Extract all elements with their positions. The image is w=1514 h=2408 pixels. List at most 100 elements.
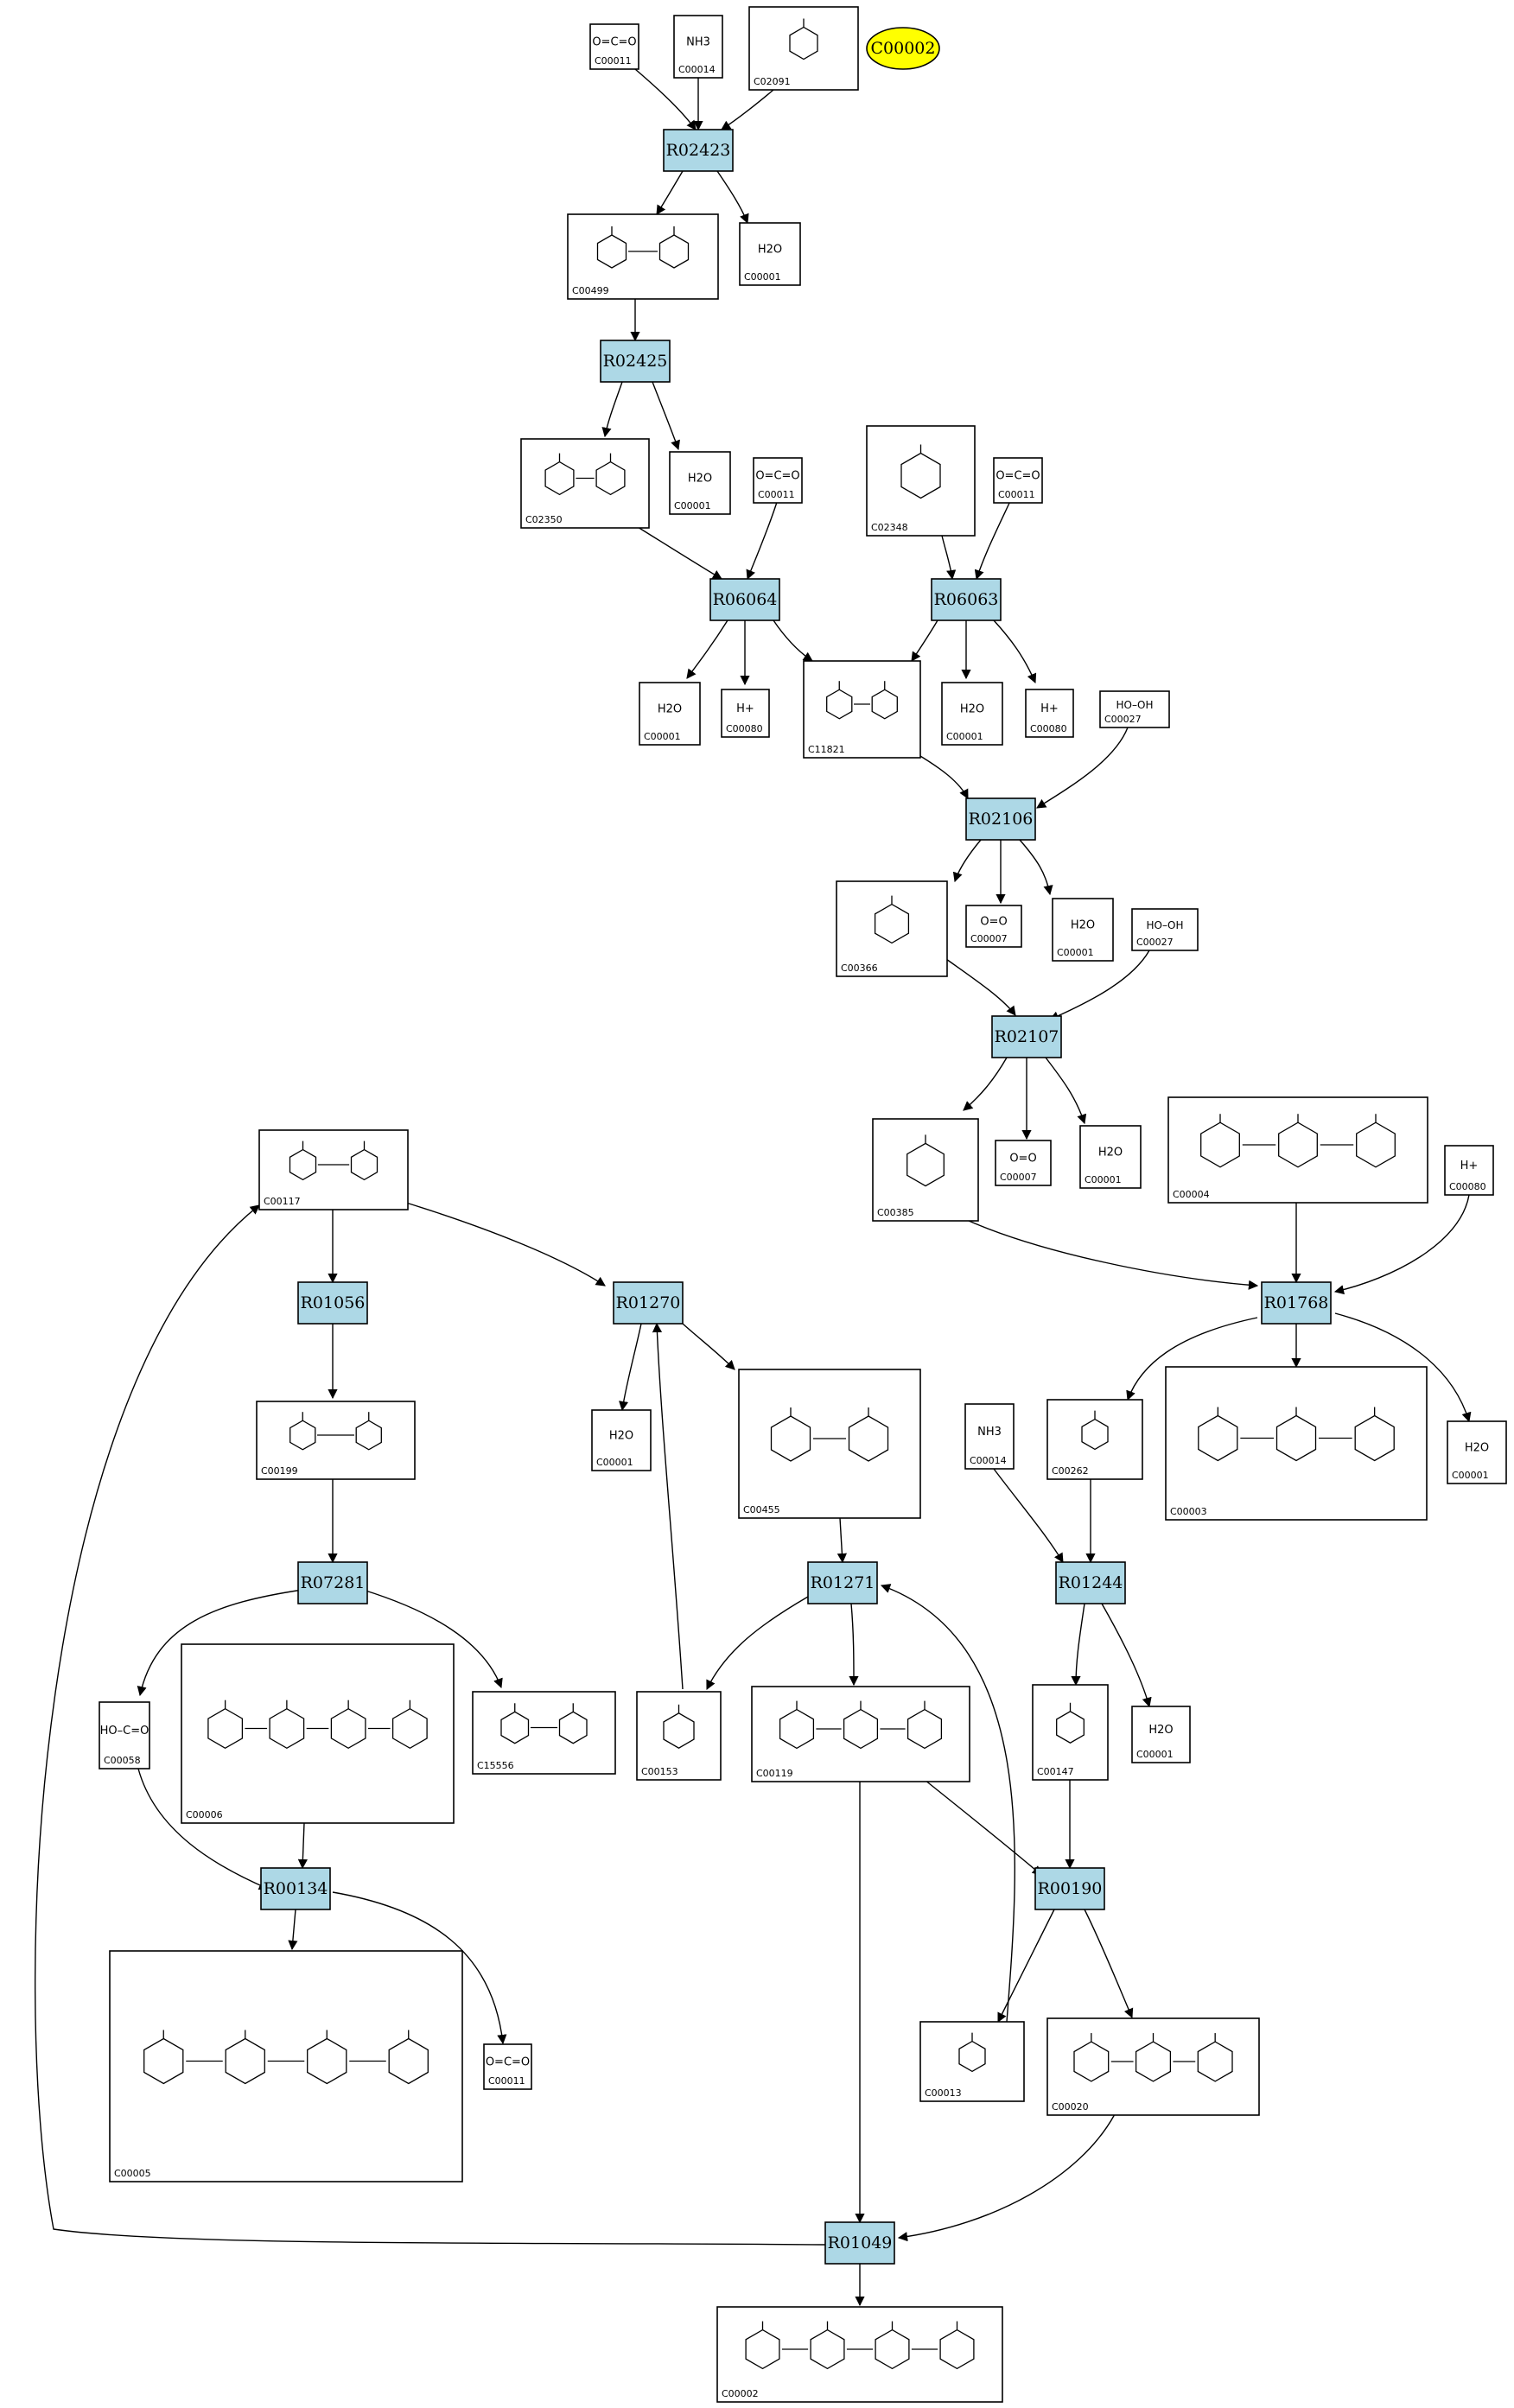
compound-node-c00080[interactable]: H+C00080	[1444, 1145, 1494, 1196]
compound-node-c00455[interactable]: C00455	[738, 1369, 921, 1519]
compound-id-label: C00001	[1136, 1749, 1174, 1760]
compound-node-c00153[interactable]: C00153	[636, 1691, 722, 1781]
reaction-node-r01768[interactable]: R01768	[1261, 1281, 1332, 1325]
compound-id-label: C00020	[1052, 2101, 1089, 2113]
highlight-label: C00002	[871, 39, 936, 58]
compound-id-label: C00366	[841, 963, 878, 974]
compound-id-label: C00080	[1449, 1181, 1486, 1192]
compound-id-label: C00006	[186, 1809, 223, 1820]
reaction-label: R07281	[301, 1573, 366, 1592]
reaction-node-r07281[interactable]: R07281	[297, 1561, 368, 1604]
ring-shape	[900, 452, 941, 499]
compound-id-label: C00011	[998, 489, 1035, 500]
structure-formula: NH3	[977, 1426, 1002, 1439]
compound-node-c02348[interactable]: C02348	[866, 425, 976, 537]
ring-shape	[269, 1707, 305, 1750]
ring-shape	[875, 2329, 910, 2370]
reaction-node-r02425[interactable]: R02425	[600, 340, 671, 383]
reaction-node-r02106[interactable]: R02106	[965, 797, 1036, 841]
compound-id-label: C02091	[754, 76, 791, 87]
reaction-node-r00134[interactable]: R00134	[260, 1867, 331, 1910]
ring-shape	[871, 689, 898, 720]
compound-node-c00147[interactable]: C00147	[1032, 1684, 1109, 1781]
structure-formula: O=O	[1009, 1153, 1036, 1166]
compound-id-label: C00262	[1052, 1465, 1089, 1477]
compound-id-label: C00001	[946, 731, 983, 742]
compound-id-label: C00005	[114, 2168, 151, 2179]
ring-shape	[355, 1420, 382, 1451]
highlight-target-ellipse[interactable]: C00002	[866, 27, 940, 70]
compound-node-c00080[interactable]: H+C00080	[1025, 689, 1074, 738]
reaction-node-r01244[interactable]: R01244	[1055, 1561, 1126, 1604]
compound-id-label: C15556	[477, 1760, 514, 1771]
compound-id-label: C11821	[808, 744, 845, 755]
compound-node-c00020[interactable]: C00020	[1046, 2017, 1260, 2116]
ring-shape	[745, 2329, 780, 2370]
compound-id-label: C00027	[1136, 937, 1174, 948]
ring-shape	[826, 689, 853, 720]
compound-node-c00003[interactable]: C00003	[1165, 1366, 1428, 1521]
ring-shape	[596, 234, 627, 269]
compound-node-c00499[interactable]: C00499	[567, 213, 719, 300]
ring-shape	[848, 1415, 889, 1462]
compound-node-c00366[interactable]: C00366	[836, 880, 948, 977]
reaction-node-r01056[interactable]: R01056	[297, 1281, 368, 1325]
reaction-node-r06064[interactable]: R06064	[709, 578, 780, 621]
compound-node-c15556[interactable]: C15556	[472, 1691, 616, 1775]
ring-shape	[1198, 1414, 1238, 1462]
structure-formula: O=O	[980, 916, 1007, 929]
compound-node-c00117[interactable]: C00117	[258, 1129, 409, 1210]
ring-shape	[388, 2037, 429, 2085]
reaction-node-r01049[interactable]: R01049	[824, 2221, 895, 2265]
compound-id-label: C00011	[488, 2075, 525, 2087]
compound-node-c00006[interactable]: C00006	[181, 1643, 455, 1824]
reaction-node-r02107[interactable]: R02107	[991, 1015, 1062, 1058]
reaction-node-r01270[interactable]: R01270	[613, 1281, 684, 1325]
compound-node-c00002[interactable]: C00002	[716, 2306, 1003, 2403]
compound-node-c00013[interactable]: C00013	[919, 2021, 1025, 2102]
ring-shape	[207, 1707, 244, 1750]
compound-node-c00001[interactable]: H2O C00001	[1131, 1706, 1191, 1763]
structure-formula: H2O	[1148, 1724, 1173, 1737]
reaction-node-r00190[interactable]: R00190	[1034, 1867, 1105, 1910]
reaction-label: R01271	[811, 1573, 875, 1592]
structure-formula: H2O	[758, 244, 782, 257]
compound-node-c00005[interactable]: C00005	[109, 1950, 463, 2182]
reaction-node-r02423[interactable]: R02423	[663, 129, 734, 172]
compound-node-c00199[interactable]: C00199	[256, 1401, 416, 1480]
structure-formula: H2O	[1098, 1147, 1123, 1160]
compound-node-c00004[interactable]: C00004	[1167, 1096, 1428, 1204]
compound-node-c02091[interactable]: C02091	[748, 6, 859, 91]
compound-node-c00119[interactable]: C00119	[751, 1686, 970, 1782]
compound-id-label: C00080	[726, 723, 763, 734]
structure-formula: H2O	[609, 1430, 633, 1443]
reaction-node-r01271[interactable]: R01271	[807, 1561, 878, 1604]
compound-id-label: C00027	[1104, 714, 1142, 725]
compound-node-c11821[interactable]: C11821	[803, 660, 921, 759]
compound-node-c02350[interactable]: C02350	[520, 438, 650, 529]
ring-shape	[289, 1420, 316, 1451]
compound-node-c00080[interactable]: H+C00080	[721, 689, 770, 738]
compound-node-c00262[interactable]: C00262	[1046, 1399, 1143, 1480]
compound-node-c00385[interactable]: C00385	[872, 1118, 979, 1222]
reaction-node-r06063[interactable]: R06063	[931, 578, 1002, 621]
